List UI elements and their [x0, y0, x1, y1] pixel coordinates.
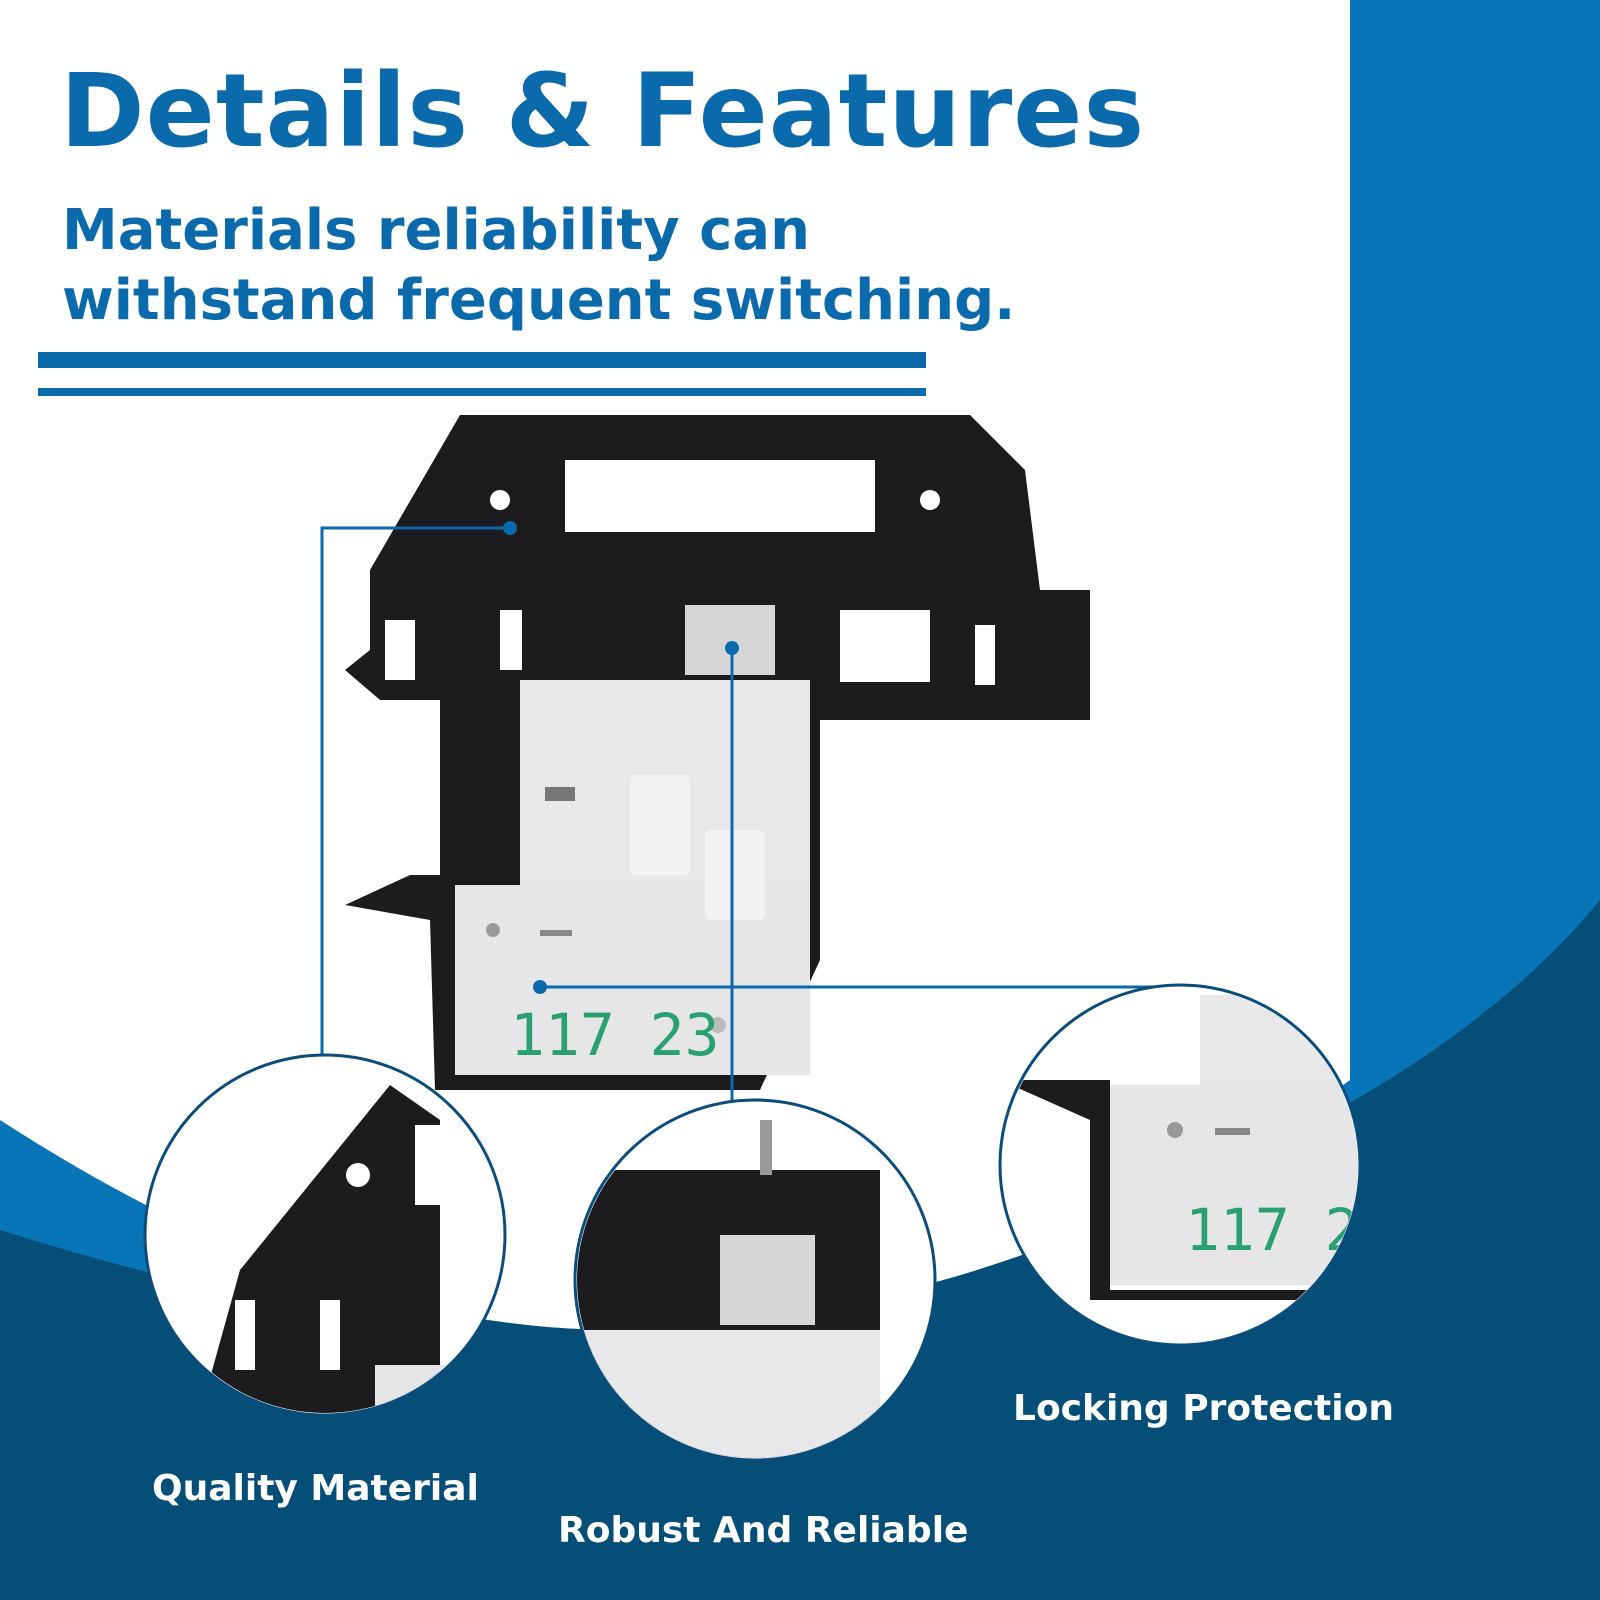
detail-circle-robust [573, 1098, 937, 1462]
product-marking: 117 23 [510, 1001, 720, 1069]
feature-label-locking: Locking Protection [1013, 1388, 1394, 1429]
divider-thin [38, 388, 926, 396]
door-lock-switch: 117 23 [345, 415, 1090, 1090]
detail-circle-quality [143, 1053, 507, 1417]
page-title: Details & Features [60, 52, 1146, 171]
product-marking-zoom: 117 23 [1185, 1196, 1395, 1264]
detail-circle-locking: 117 23 [998, 983, 1395, 1347]
divider-thick [38, 352, 926, 368]
feature-label-quality: Quality Material [152, 1468, 479, 1509]
page-subtitle: Materials reliability can withstand freq… [62, 198, 1016, 333]
feature-label-robust: Robust And Reliable [558, 1510, 969, 1551]
